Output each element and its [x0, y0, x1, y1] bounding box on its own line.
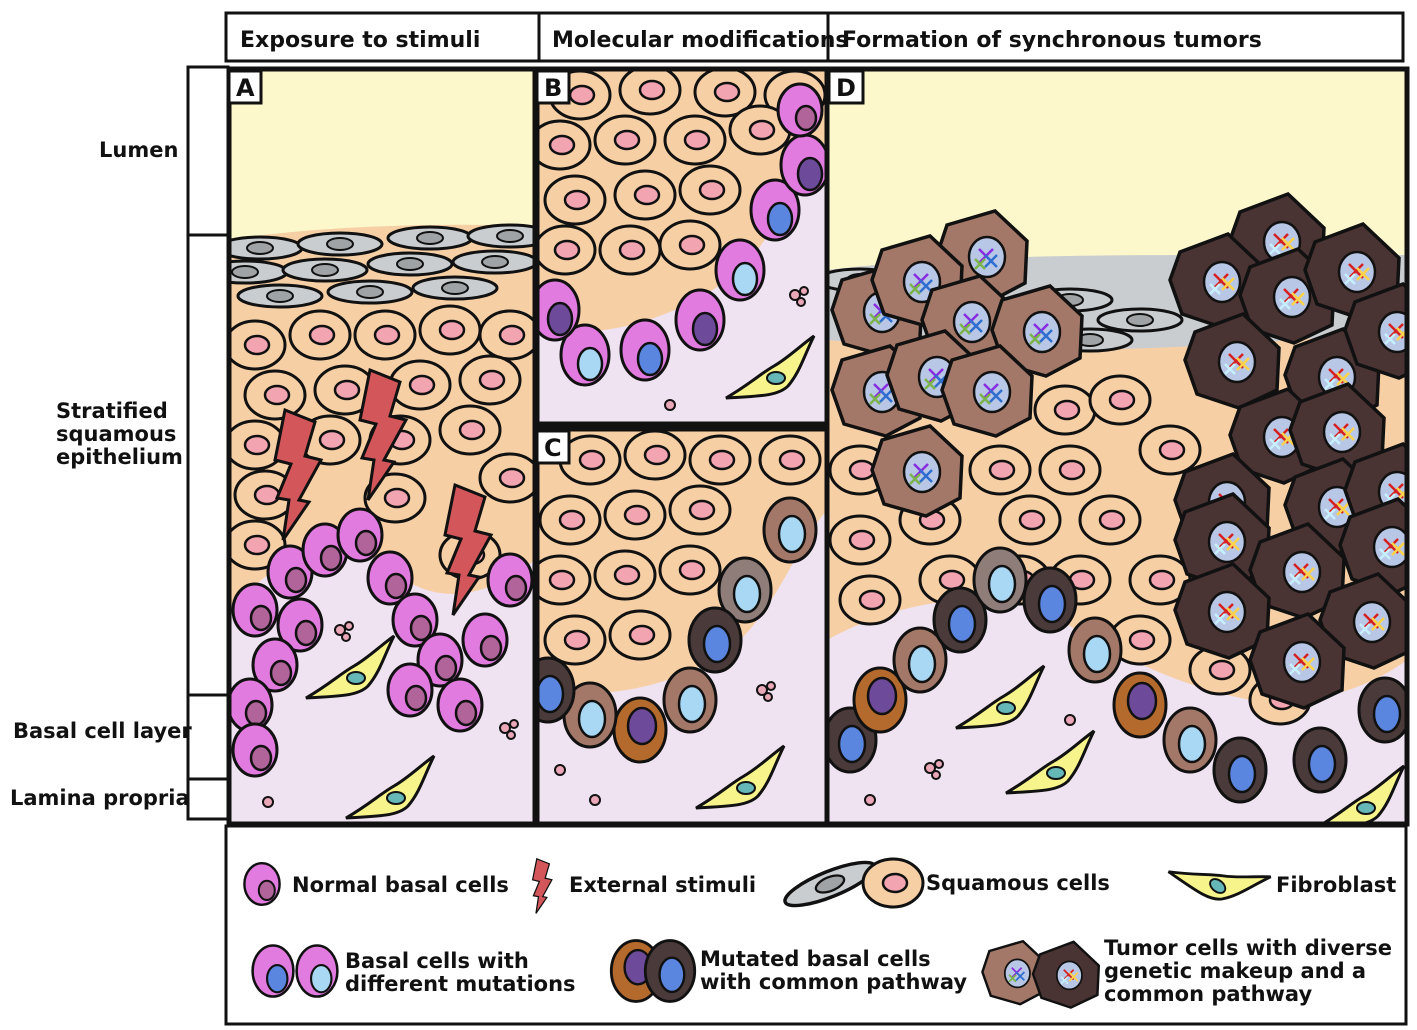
- header-exposure: Exposure to stimuli: [240, 28, 480, 53]
- legend-tumor-line1: Tumor cells with diverse: [1104, 936, 1392, 960]
- panel-letters: A B C D: [227, 69, 865, 465]
- legend-normal-basal: Normal basal cells: [243, 862, 509, 906]
- legend-mutated-line2: with common pathway: [700, 970, 967, 994]
- header-molecular: Molecular modifications: [552, 28, 849, 53]
- legend-fibroblast-label: Fibroblast: [1276, 873, 1396, 897]
- label-basal-layer: Basal cell layer: [13, 719, 192, 743]
- legend-box: [224, 824, 1408, 1026]
- header-molecular-box: [537, 11, 830, 63]
- legend-normal-basal-label: Normal basal cells: [292, 873, 509, 897]
- legend-basal-mutations-line2: different mutations: [345, 972, 576, 996]
- header-exposure-box: [224, 11, 541, 63]
- legend-squamous: Squamous cells: [778, 852, 1110, 916]
- legend-basal-mutations-line1: Basal cells with: [345, 949, 529, 973]
- legend-tumor-cells: Tumor cells with diverse genetic makeup …: [981, 936, 1392, 1009]
- panel-d: [827, 69, 1407, 824]
- label-lumen: Lumen: [99, 138, 178, 162]
- header-formation: Formation of synchronous tumors: [842, 28, 1262, 53]
- label-epithelium-2: squamous: [56, 422, 176, 446]
- legend: Normal basal cells External stimuli Squa…: [224, 823, 1408, 1026]
- label-epithelium-1: Stratified: [56, 399, 168, 423]
- header-row: Exposure to stimuli Molecular modificati…: [224, 11, 1405, 63]
- header-formation-box: [826, 11, 1405, 63]
- legend-mutated-line1: Mutated basal cells: [700, 947, 931, 971]
- panel-c: [537, 429, 827, 824]
- panel-label-d: D: [836, 74, 856, 102]
- legend-basal-mutations: Basal cells with different mutations: [251, 944, 576, 998]
- label-lamina-propria: Lamina propria: [10, 786, 190, 810]
- legend-tumor-line3: common pathway: [1104, 982, 1312, 1006]
- legend-tumor-line2: genetic makeup and a: [1104, 959, 1366, 983]
- side-labels: Lumen Stratified squamous epithelium Bas…: [10, 65, 230, 821]
- panel-label-a: A: [236, 74, 255, 102]
- legend-fibroblast: Fibroblast: [1167, 823, 1396, 925]
- legend-external-stimuli: External stimuli: [531, 858, 756, 915]
- label-epithelium-3: epithelium: [56, 445, 183, 469]
- panel-label-c: C: [544, 434, 562, 462]
- panel-a: [229, 69, 535, 824]
- legend-external-stimuli-label: External stimuli: [569, 873, 756, 897]
- legend-mutated-basal: Mutated basal cells with common pathway: [609, 939, 967, 1003]
- legend-squamous-label: Squamous cells: [926, 871, 1110, 895]
- panel-label-b: B: [544, 74, 562, 102]
- panel-b: [537, 69, 827, 424]
